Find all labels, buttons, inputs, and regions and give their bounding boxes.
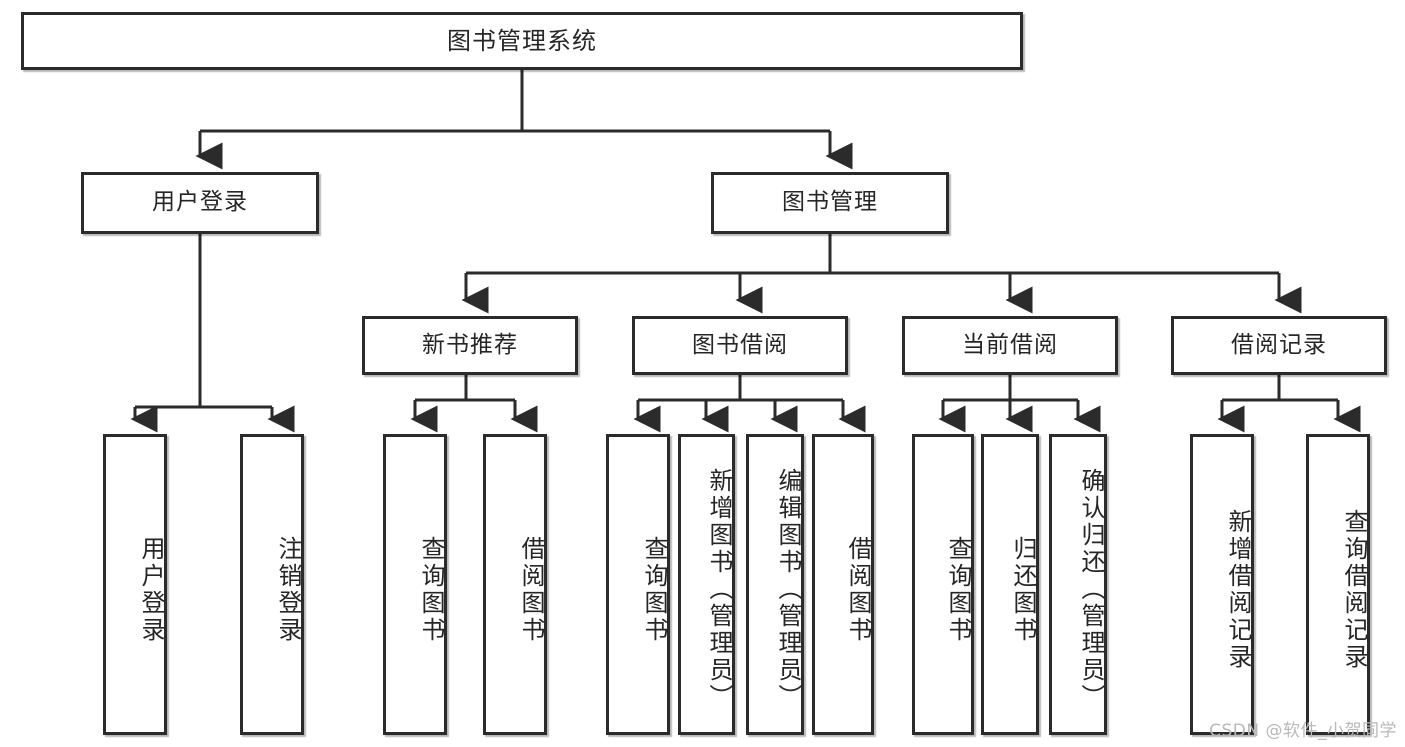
leaf-query-book-1[interactable]: 查询图书 bbox=[383, 434, 447, 735]
node-new-book-rec-label: 新书推荐 bbox=[422, 331, 518, 358]
leaf-borrow-book-1[interactable]: 借阅图书 bbox=[483, 434, 547, 735]
node-current-borrow-label: 当前借阅 bbox=[962, 331, 1058, 358]
watermark: CSDN @软件_小贺同学 bbox=[1209, 721, 1397, 741]
leaf-confirm-return-label: 确认归还（管理员） bbox=[1077, 468, 1105, 711]
leaf-borrow-book-1-label: 借阅图书 bbox=[517, 535, 545, 644]
node-borrow-record-label: 借阅记录 bbox=[1231, 331, 1327, 358]
leaf-return-book-label: 归还图书 bbox=[1009, 535, 1037, 644]
leaf-edit-book[interactable]: 编辑图书（管理员） bbox=[746, 434, 804, 735]
leaf-logout-label: 注销登录 bbox=[274, 535, 302, 644]
leaf-query-book-3[interactable]: 查询图书 bbox=[912, 434, 974, 735]
leaf-add-book[interactable]: 新增图书（管理员） bbox=[678, 434, 735, 735]
leaf-borrow-book-2[interactable]: 借阅图书 bbox=[812, 434, 874, 735]
leaf-query-book-1-label: 查询图书 bbox=[417, 535, 445, 644]
leaf-add-record[interactable]: 新增借阅记录 bbox=[1190, 434, 1254, 735]
leaf-borrow-book-2-label: 借阅图书 bbox=[844, 535, 872, 644]
leaf-edit-book-label: 编辑图书（管理员） bbox=[774, 468, 802, 711]
node-current-borrow[interactable]: 当前借阅 bbox=[902, 316, 1118, 375]
node-user-login-label: 用户登录 bbox=[152, 189, 248, 216]
leaf-add-book-label: 新增图书（管理员） bbox=[705, 468, 733, 711]
node-new-book-rec[interactable]: 新书推荐 bbox=[362, 316, 578, 375]
node-user-login[interactable]: 用户登录 bbox=[81, 172, 319, 234]
node-book-borrow-label: 图书借阅 bbox=[692, 331, 788, 358]
leaf-return-book[interactable]: 归还图书 bbox=[981, 434, 1039, 735]
node-book-manage-label: 图书管理 bbox=[782, 189, 878, 216]
node-root[interactable]: 图书管理系统 bbox=[21, 12, 1023, 70]
leaf-confirm-return[interactable]: 确认归还（管理员） bbox=[1049, 434, 1107, 735]
leaf-query-record[interactable]: 查询借阅记录 bbox=[1306, 434, 1370, 735]
node-book-manage[interactable]: 图书管理 bbox=[711, 172, 949, 234]
leaf-add-record-label: 新增借阅记录 bbox=[1224, 508, 1252, 671]
node-borrow-record[interactable]: 借阅记录 bbox=[1171, 316, 1387, 375]
node-book-borrow[interactable]: 图书借阅 bbox=[632, 316, 848, 375]
leaf-user-login[interactable]: 用户登录 bbox=[103, 434, 167, 735]
leaf-logout[interactable]: 注销登录 bbox=[240, 434, 304, 735]
leaf-user-login-label: 用户登录 bbox=[137, 535, 165, 644]
leaf-query-book-2-label: 查询图书 bbox=[640, 535, 668, 644]
leaf-query-book-2[interactable]: 查询图书 bbox=[606, 434, 670, 735]
leaf-query-record-label: 查询借阅记录 bbox=[1340, 508, 1368, 671]
leaf-query-book-3-label: 查询图书 bbox=[944, 535, 972, 644]
node-root-label: 图书管理系统 bbox=[447, 26, 597, 55]
